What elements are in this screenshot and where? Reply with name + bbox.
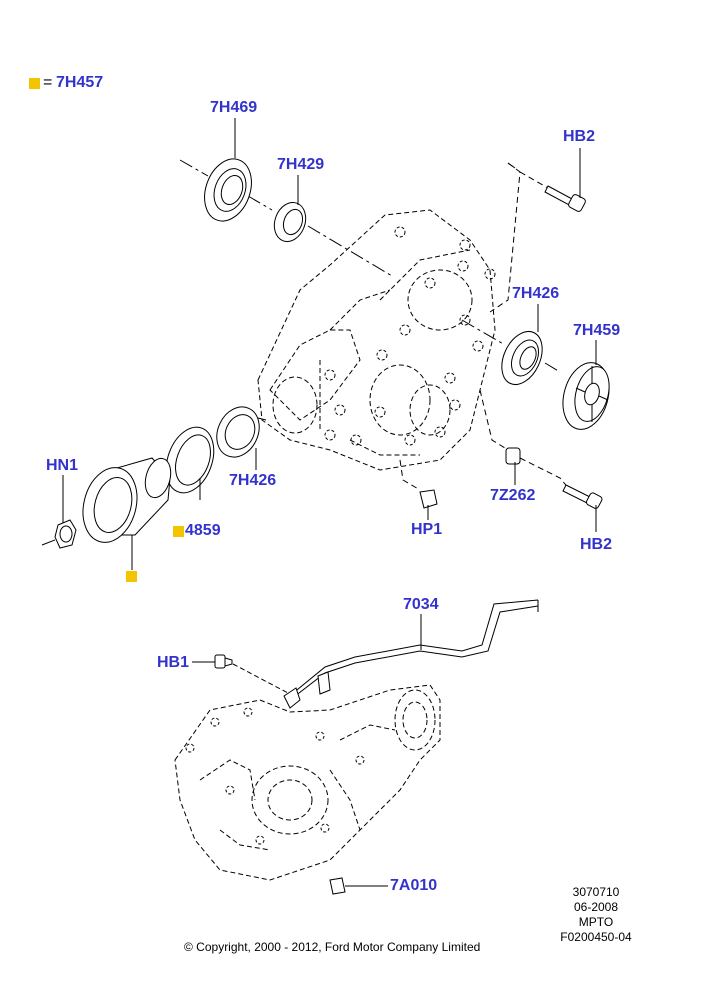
label-7h426-right: 7H426 xyxy=(512,285,560,302)
label-7h426-left: 7H426 xyxy=(229,472,277,489)
bolt-hb2-top xyxy=(544,185,586,212)
seal-7h429 xyxy=(273,202,307,242)
label-7h429: 7H429 xyxy=(277,156,325,173)
label-7h459: 7H459 xyxy=(573,322,621,339)
legend-code: 7H457 xyxy=(56,74,104,91)
flange-7h459 xyxy=(562,362,610,430)
legend-swatch xyxy=(29,78,40,89)
marker-4859 xyxy=(173,526,184,537)
copyright-notice: © Copyright, 2000 - 2012, Ford Motor Com… xyxy=(184,940,481,954)
plug-hp1 xyxy=(419,489,438,509)
seal-7h426-left xyxy=(216,406,260,458)
legend-equals: = xyxy=(43,74,53,91)
seal-7h469 xyxy=(204,158,252,222)
label-7034: 7034 xyxy=(403,596,439,613)
tube-7034 xyxy=(283,599,539,709)
marker-7h457 xyxy=(126,571,137,582)
lower-housing-bolts xyxy=(185,707,365,845)
bolt-hb1 xyxy=(214,654,233,669)
label-hn1: HN1 xyxy=(46,457,79,474)
bolt-hb2-bottom xyxy=(562,484,603,509)
label-7z262: 7Z262 xyxy=(490,487,536,504)
dowel-7z262 xyxy=(505,447,521,465)
seal-7h426-right xyxy=(501,331,543,385)
label-7a010: 7A010 xyxy=(390,877,438,894)
label-hb1: HB1 xyxy=(157,654,190,671)
meta-date: 06-2008 xyxy=(573,900,619,914)
leader-dashes xyxy=(399,162,571,491)
meta-ref: F0200450-04 xyxy=(560,930,632,944)
meta-code: MPTO xyxy=(578,915,614,929)
label-hp1: HP1 xyxy=(411,521,443,538)
label-leaders xyxy=(62,118,597,887)
cover-7h457 xyxy=(82,457,172,543)
label-hb2-bottom: HB2 xyxy=(580,536,613,553)
meta-number: 3070710 xyxy=(572,885,620,899)
lower-housing xyxy=(174,684,441,881)
label-7h469: 7H469 xyxy=(210,99,258,116)
nut-hn1 xyxy=(54,519,77,549)
plug-7a010 xyxy=(329,877,346,895)
ring-4859 xyxy=(165,426,215,494)
drawing-meta: 3070710 06-2008 MPTO F0200450-04 xyxy=(560,885,632,945)
label-hb2-top: HB2 xyxy=(563,128,596,145)
upper-housing-bolts xyxy=(324,226,496,446)
label-4859: 4859 xyxy=(185,522,221,539)
upper-housing xyxy=(257,209,496,471)
